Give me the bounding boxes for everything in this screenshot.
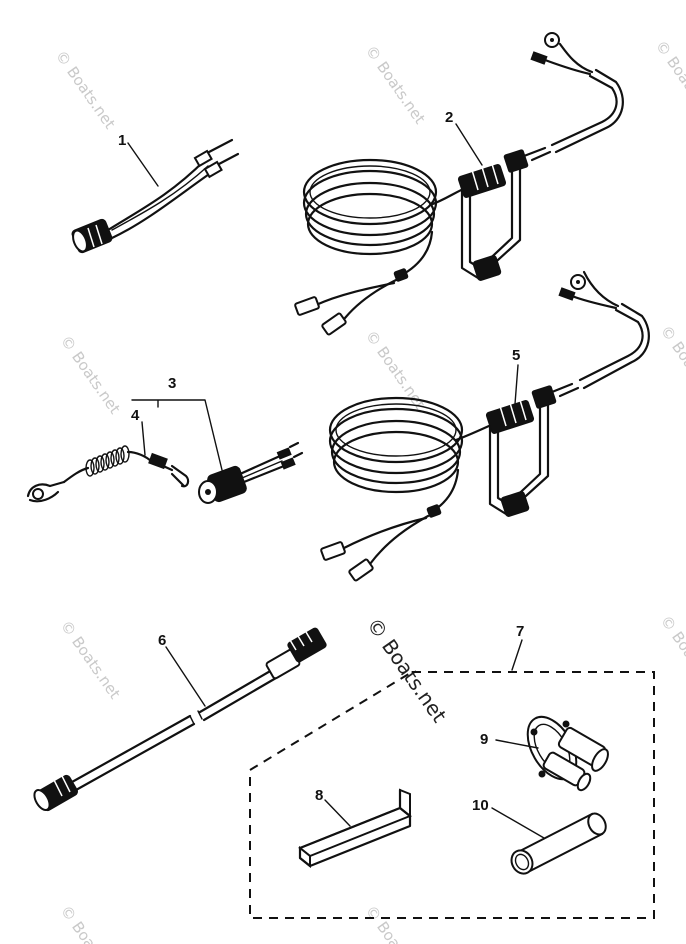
leader-line-6 bbox=[165, 646, 206, 707]
callout-4: 4 bbox=[131, 407, 140, 424]
part-8-block bbox=[298, 788, 412, 869]
watermark-main: © Boats.net bbox=[362, 613, 452, 727]
callout-2: 2 bbox=[445, 109, 453, 126]
callout-5: 5 bbox=[512, 347, 520, 364]
watermark-faint: © Boats.net bbox=[657, 322, 686, 407]
watermark-faint: © Boats.net bbox=[57, 902, 124, 944]
leader-line-4 bbox=[141, 421, 146, 456]
callout-3: 3 bbox=[168, 375, 176, 392]
watermark-faint: © Boats.net bbox=[52, 47, 119, 132]
part-2-wiring-harness bbox=[294, 32, 624, 336]
callout-6: 6 bbox=[158, 632, 166, 649]
leader-line-10 bbox=[491, 807, 545, 839]
part-7-kit-outline bbox=[249, 671, 655, 919]
leader-line-8 bbox=[324, 799, 351, 827]
leader-line-7 bbox=[511, 639, 523, 671]
watermark-faint: © Boats.net bbox=[652, 37, 686, 122]
part-10-tube bbox=[510, 812, 607, 875]
part-3-stop-switch bbox=[198, 441, 304, 504]
leader-line-9 bbox=[495, 739, 539, 749]
part-1-lead-wire bbox=[71, 138, 240, 254]
part-5-wiring-harness bbox=[320, 270, 650, 582]
leader-line-3 bbox=[131, 399, 223, 471]
callout-8: 8 bbox=[315, 787, 323, 804]
watermark-faint: © Boats.net bbox=[657, 612, 686, 697]
part-9-fitting bbox=[526, 715, 609, 792]
callout-9: 9 bbox=[480, 731, 488, 748]
leader-line-1 bbox=[127, 142, 159, 187]
part-4-lanyard bbox=[26, 445, 190, 503]
callout-10: 10 bbox=[472, 797, 489, 814]
watermark-faint: © Boats.net bbox=[362, 42, 429, 127]
watermark-faint-group: © Boats.net © Boats.net © Boats.net © Bo… bbox=[52, 37, 686, 944]
watermark-faint: © Boats.net bbox=[362, 902, 429, 944]
callout-1: 1 bbox=[118, 132, 126, 149]
watermark-faint: © Boats.net bbox=[57, 617, 124, 702]
leader-line-5 bbox=[514, 364, 519, 405]
leader-line-2 bbox=[455, 123, 483, 166]
callout-7: 7 bbox=[516, 623, 524, 640]
watermark-faint: © Boats.net bbox=[57, 332, 124, 417]
part-6-extension-cable bbox=[33, 627, 327, 812]
